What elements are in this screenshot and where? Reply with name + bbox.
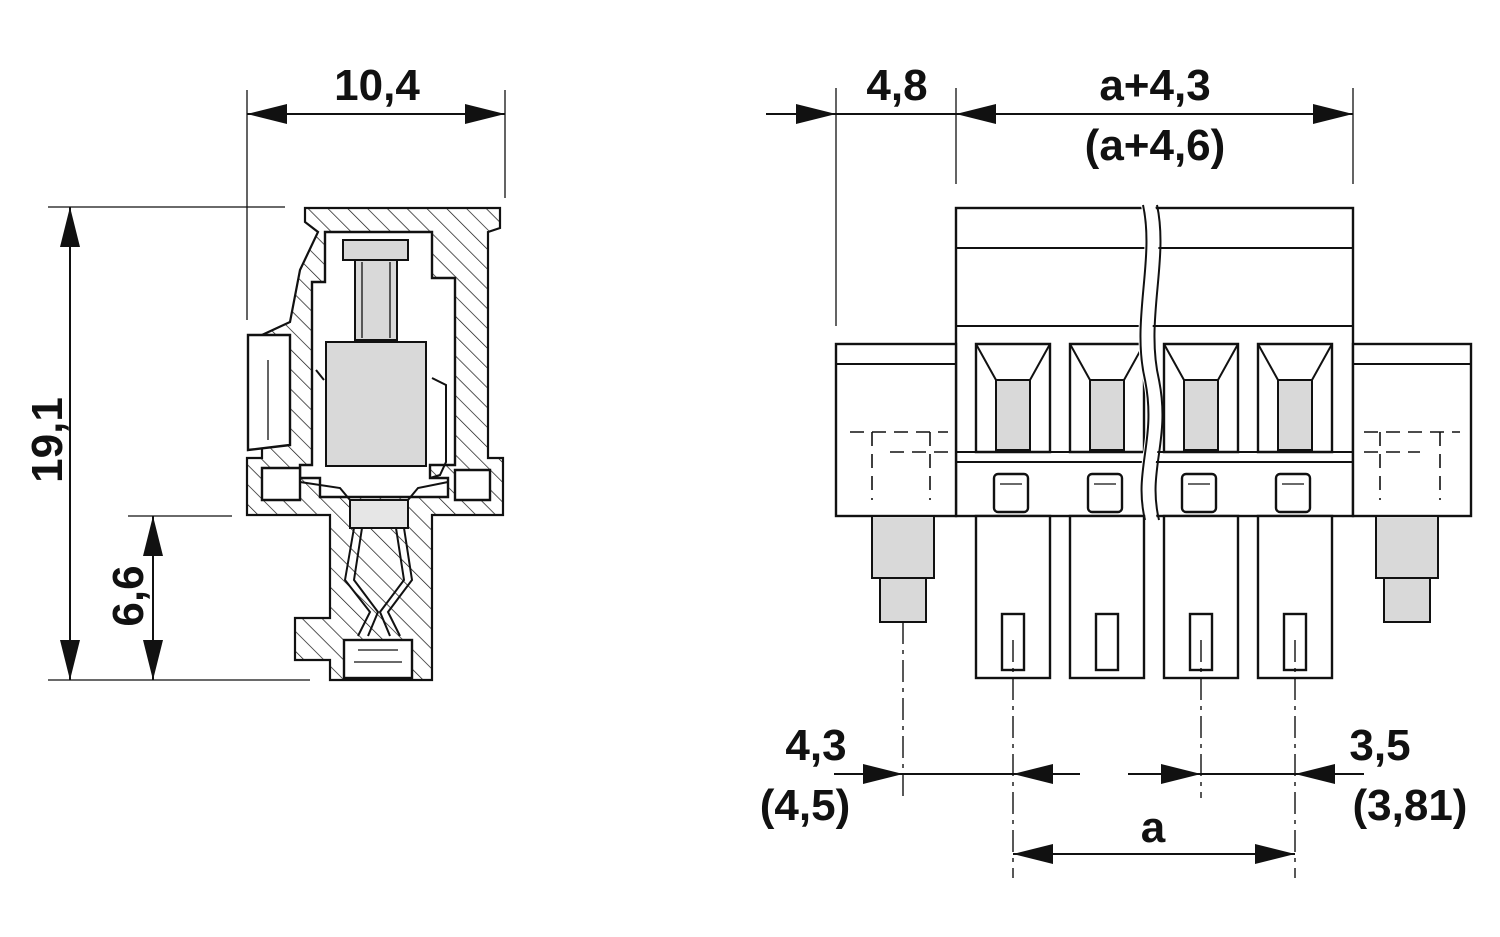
body-dim-alt-label: (a+4,6): [1085, 121, 1226, 170]
side-view: [48, 90, 506, 682]
right-offset-dim-label: 3,5: [1349, 721, 1410, 770]
front-view: [766, 88, 1473, 878]
left-offset-dim-label: 4,3: [785, 721, 846, 770]
height-dim-label: 19,1: [23, 397, 72, 483]
flange-dim-label: 4,8: [866, 61, 927, 110]
width-dim-label: 10,4: [334, 61, 420, 110]
screw-openings: [974, 342, 1334, 454]
body-dim-label: a+4,3: [1099, 61, 1210, 110]
pitch-dim-label: a: [1141, 803, 1166, 852]
left-offset-dim-alt-label: (4,5): [760, 781, 850, 830]
pin-dim-label: 6,6: [104, 565, 153, 626]
right-offset-dim-alt-label: (3,81): [1353, 781, 1468, 830]
